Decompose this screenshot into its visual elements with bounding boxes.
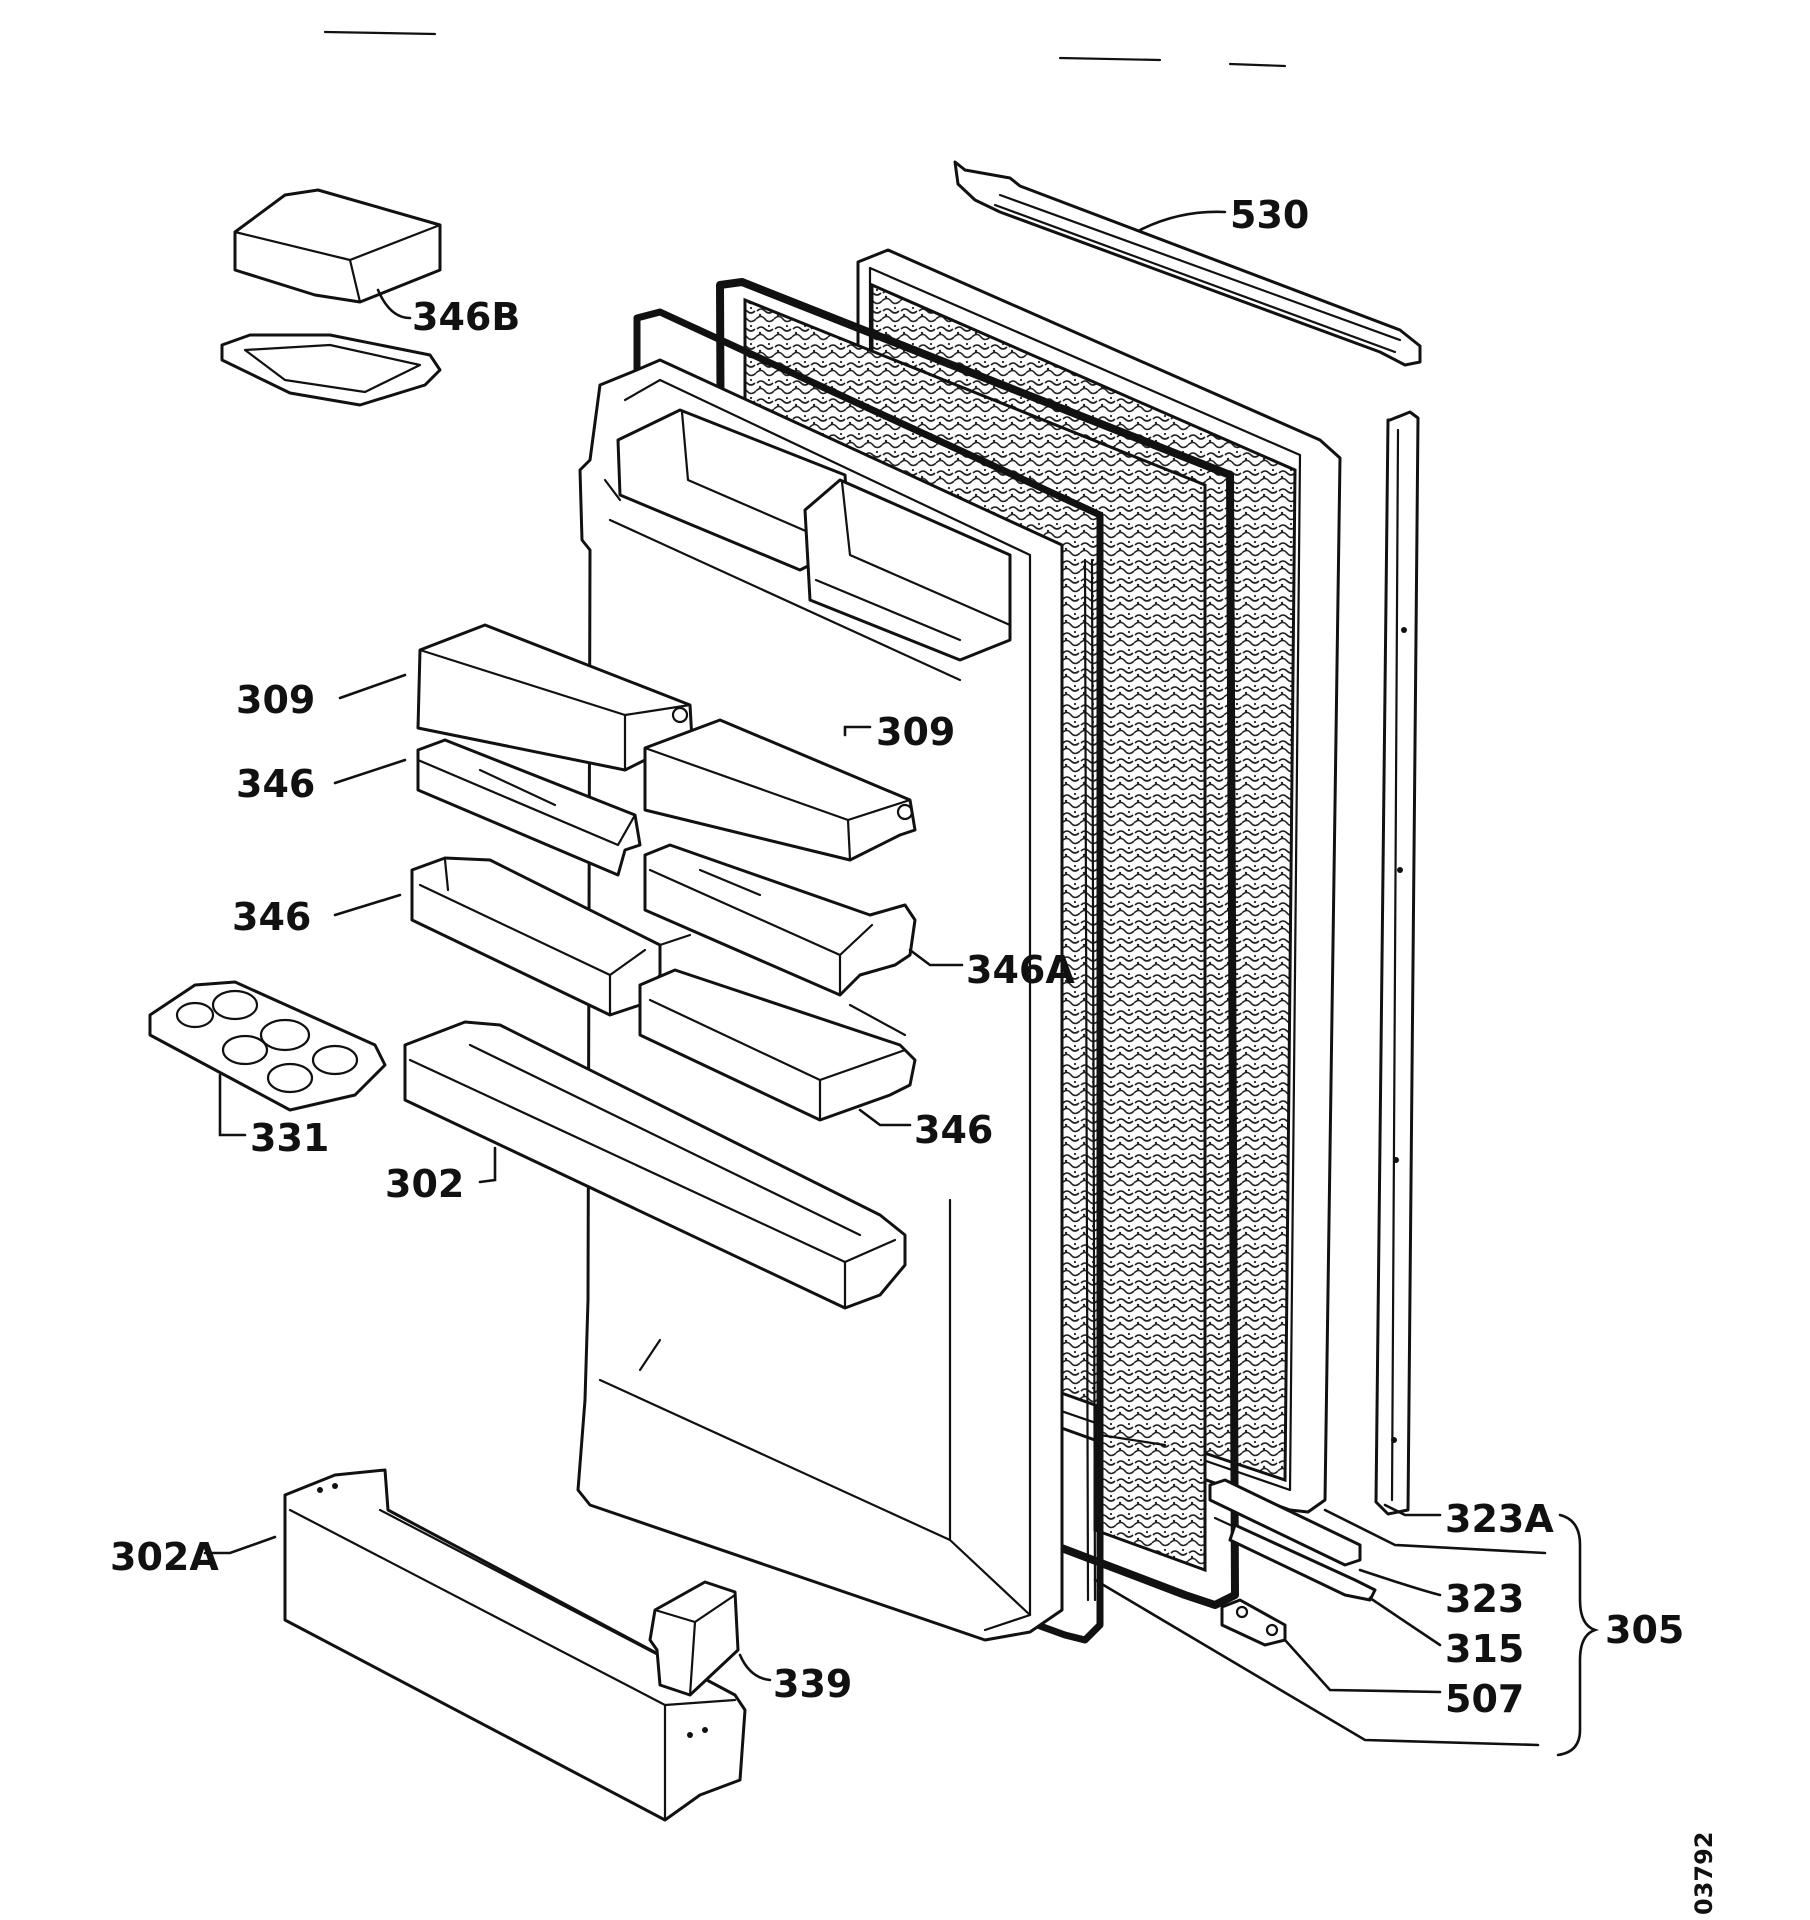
shelf-346-lower-right [638,968,917,1122]
label-331: 331 [250,1116,329,1160]
label-302: 302 [385,1162,464,1206]
part-labels: 530 346B 309 309 346 346 346A 346 331 30… [110,193,1718,1915]
label-309-left: 309 [236,678,315,722]
label-346-lower: 346 [914,1108,993,1152]
vertical-strip-323A [1374,410,1420,1516]
hinge-507 [1220,1598,1287,1647]
door-inner-liner [576,358,1064,1642]
label-530: 530 [1230,193,1309,237]
label-346-upper: 346 [236,762,315,806]
label-315: 315 [1445,1627,1524,1671]
label-302A: 302A [110,1535,219,1579]
shelf-346-upper-left [416,738,642,877]
label-323: 323 [1445,1577,1524,1621]
drawing-reference-number: 03792 [1690,1832,1718,1916]
scan-marks [323,30,1287,68]
shelf-302 [403,1020,907,1310]
bracket-339 [648,1580,740,1697]
leader-lines [203,210,1600,1757]
label-305: 305 [1605,1608,1684,1652]
bottom-rail-323 [1208,1478,1377,1602]
egg-tray-331 [148,980,387,1112]
label-507: 507 [1445,1677,1524,1721]
label-346A: 346A [966,948,1075,992]
label-309-right: 309 [876,710,955,754]
label-339: 339 [773,1662,852,1706]
label-346B: 346B [412,295,520,339]
label-346-mid: 346 [232,895,311,939]
label-323A: 323A [1445,1497,1554,1541]
shelf-346A-right [643,843,917,997]
butter-box-346B [220,188,442,407]
top-hinge-bar-530 [953,160,1422,367]
box-309-right [643,718,917,862]
